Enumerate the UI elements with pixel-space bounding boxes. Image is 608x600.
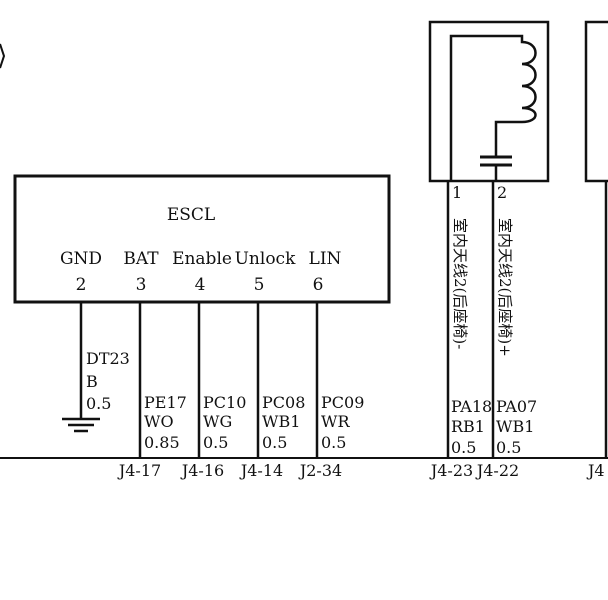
wire-3-code: PC09: [321, 393, 364, 412]
pin-number-gnd: 2: [76, 275, 87, 295]
antenna-wire-1-code: PA07: [496, 397, 537, 416]
antenna-pin-2-label: 室内天线2(后座椅)+: [496, 218, 514, 357]
antenna-wire-1-color: WB1: [496, 417, 534, 436]
pin-number-unlock: 5: [254, 275, 265, 295]
wire-2-code: PC08: [262, 393, 305, 412]
antenna-module-box[interactable]: [428, 20, 550, 183]
pin-name-lin: LIN: [309, 249, 342, 269]
antenna-connector-label-1: J4-22: [475, 461, 519, 480]
connector-label-2: J4-14: [239, 461, 283, 480]
edge-mark: [0, 43, 6, 69]
wire-0-code: PE17: [144, 393, 187, 412]
wire-0-color: WO: [144, 412, 174, 431]
pin-name-bat: BAT: [123, 249, 159, 269]
connector-label-0: J4-17: [117, 461, 161, 480]
wire-1-size: 0.5: [203, 433, 228, 452]
pin-number-enable: 4: [195, 275, 206, 295]
coil-icon: [449, 34, 537, 182]
wire-2-color: WB1: [262, 412, 300, 431]
pin-name-gnd: GND: [60, 249, 102, 269]
escl-title: ESCL: [167, 205, 215, 225]
pin-number-lin: 6: [313, 275, 324, 295]
antenna-pin-2-number: 2: [497, 183, 507, 202]
edge-connector-label: J4: [586, 461, 605, 480]
ground-icon: [62, 417, 100, 433]
pin-number-bat: 3: [136, 275, 147, 295]
wire-1-color: WG: [203, 412, 232, 431]
wire-3-size: 0.5: [321, 433, 346, 452]
antenna-wire-0-code: PA18: [451, 397, 492, 416]
antenna-wire-0-color: RB1: [451, 417, 485, 436]
connector-label-3: J2-34: [298, 461, 342, 480]
wire-2-size: 0.5: [262, 433, 287, 452]
partial-module-box: [584, 20, 608, 183]
connector-label-1: J4-16: [180, 461, 224, 480]
antenna-pin-1-label: 室内天线2(后座椅)-: [451, 218, 469, 349]
wire-1-code: PC10: [203, 393, 246, 412]
escl-module-box[interactable]: [13, 174, 391, 304]
gnd-wire-color: B: [86, 372, 98, 391]
antenna-pin-1-number: 1: [452, 183, 462, 202]
antenna-connector-label-0: J4-23: [429, 461, 473, 480]
pin-name-enable: Enable: [172, 249, 232, 269]
wire-0-size: 0.85: [144, 433, 180, 452]
antenna-wire-0-size: 0.5: [451, 438, 476, 457]
wire-3-color: WR: [321, 412, 350, 431]
antenna-wire-1-size: 0.5: [496, 438, 521, 457]
gnd-wire-code: DT23: [86, 349, 130, 368]
gnd-wire-size: 0.5: [86, 394, 111, 413]
pin-name-unlock: Unlock: [235, 249, 296, 269]
